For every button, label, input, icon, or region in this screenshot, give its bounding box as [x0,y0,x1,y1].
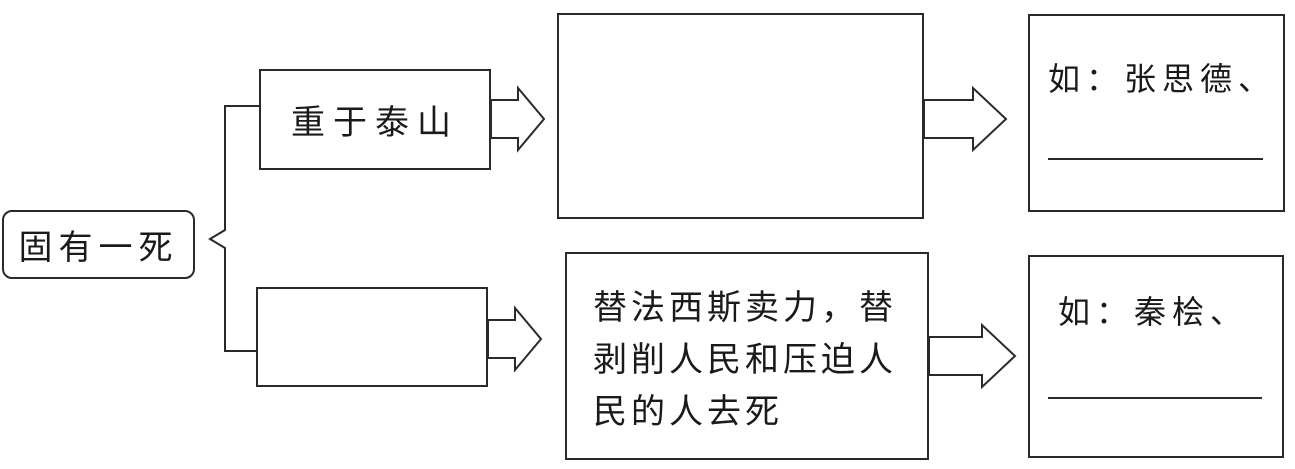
middle-bottom-box: 替法西斯卖力，替剥削人民和压迫人民的人去死 [565,252,929,460]
root-label: 固有一死 [18,228,179,268]
arrow-top-branch-to-middle [490,85,546,153]
branch-bottom-box [256,287,488,387]
middle-bottom-text: 替法西斯卖力，替剥削人民和压迫人民的人去死 [593,288,897,432]
middle-top-box [557,13,924,219]
example-top-box: 如：张思德、 [1028,14,1285,212]
example-bottom-box: 如：秦桧、 [1028,255,1284,458]
example-bottom-label: 如：秦桧、 [1058,293,1249,331]
arrow-bottom-middle-to-example [928,322,1017,390]
example-top-blank-line [1048,158,1263,160]
branch-top-label: 重于泰山 [291,103,459,143]
example-bottom-blank-line [1048,397,1262,399]
root-node: 固有一死 [2,210,195,279]
arrow-bottom-branch-to-middle [487,305,543,373]
example-top-label: 如：张思德、 [1048,60,1277,98]
branch-top-box: 重于泰山 [259,69,491,170]
bracket-connector [208,105,259,352]
arrow-top-middle-to-example [923,85,1008,153]
